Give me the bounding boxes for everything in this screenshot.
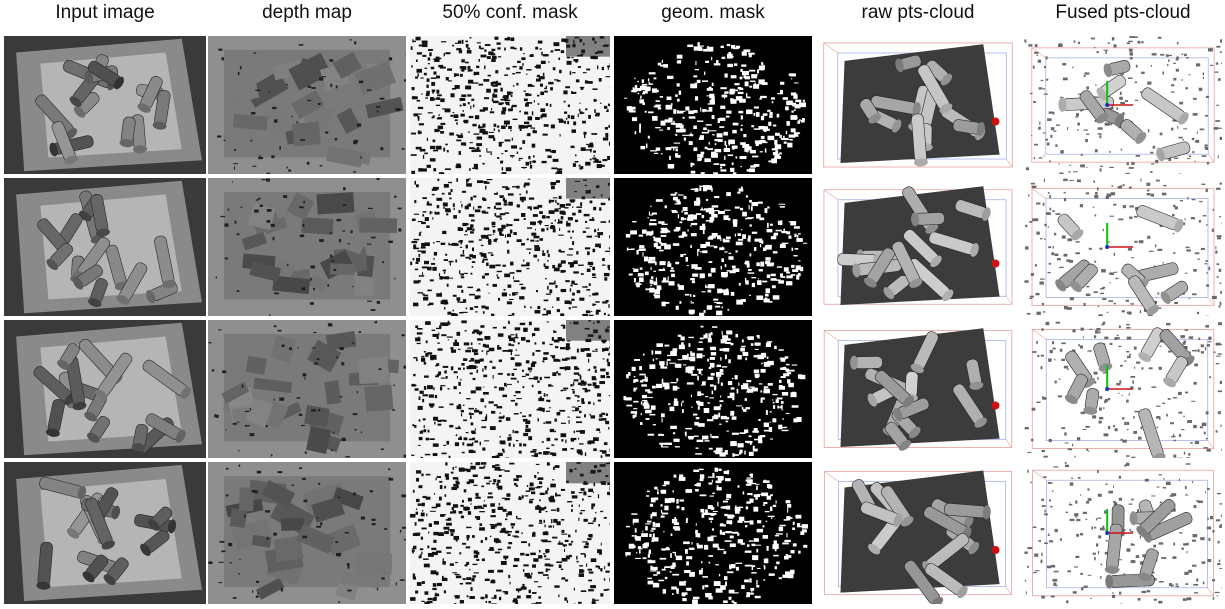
geom-image [614, 178, 812, 316]
fused-image [1024, 320, 1222, 458]
conf-tile-row-1 [410, 36, 610, 174]
geom-image [614, 462, 812, 604]
raw-tile-row-2 [816, 178, 1020, 316]
input-image [4, 178, 206, 316]
column-header-conf: 50% conf. mask [442, 2, 578, 23]
depth-image [208, 462, 406, 604]
conf-tile-row-3 [410, 320, 610, 458]
input-image [4, 36, 206, 174]
geom-image [614, 36, 812, 174]
depth-image [208, 178, 406, 316]
conf-image [410, 320, 610, 458]
geom-tile-row-2 [614, 178, 812, 316]
raw-image [816, 178, 1020, 316]
depth-tile-row-1 [208, 36, 406, 174]
raw-image [816, 36, 1020, 174]
fused-tile-row-1 [1024, 36, 1222, 174]
depth-image [208, 320, 406, 458]
geom-tile-row-4 [614, 462, 812, 604]
raw-image [816, 320, 1020, 458]
column-header-fused: Fused pts-cloud [1055, 2, 1191, 23]
fused-tile-row-2 [1024, 178, 1222, 316]
conf-image [410, 36, 610, 174]
input-tile-row-4 [4, 462, 206, 604]
depth-tile-row-4 [208, 462, 406, 604]
geom-tile-row-1 [614, 36, 812, 174]
raw-tile-row-1 [816, 36, 1020, 174]
fused-tile-row-3 [1024, 320, 1222, 458]
conf-tile-row-2 [410, 178, 610, 316]
geom-image [614, 320, 812, 458]
depth-tile-row-3 [208, 320, 406, 458]
column-header-depth: depth map [262, 2, 352, 23]
depth-tile-row-2 [208, 178, 406, 316]
geom-tile-row-3 [614, 320, 812, 458]
conf-tile-row-4 [410, 462, 610, 604]
input-tile-row-3 [4, 320, 206, 458]
fused-image [1024, 462, 1222, 604]
column-header-input: Input image [55, 2, 155, 23]
conf-image [410, 462, 610, 604]
fused-image [1024, 178, 1222, 316]
input-tile-row-2 [4, 178, 206, 316]
raw-tile-row-3 [816, 320, 1020, 458]
fused-image [1024, 36, 1222, 174]
column-header-raw: raw pts-cloud [861, 2, 975, 23]
input-tile-row-1 [4, 36, 206, 174]
raw-image [816, 462, 1020, 604]
fused-tile-row-4 [1024, 462, 1222, 604]
conf-image [410, 178, 610, 316]
input-image [4, 462, 206, 604]
column-header-geom: geom. mask [661, 2, 765, 23]
input-image [4, 320, 206, 458]
depth-image [208, 36, 406, 174]
raw-tile-row-4 [816, 462, 1020, 604]
